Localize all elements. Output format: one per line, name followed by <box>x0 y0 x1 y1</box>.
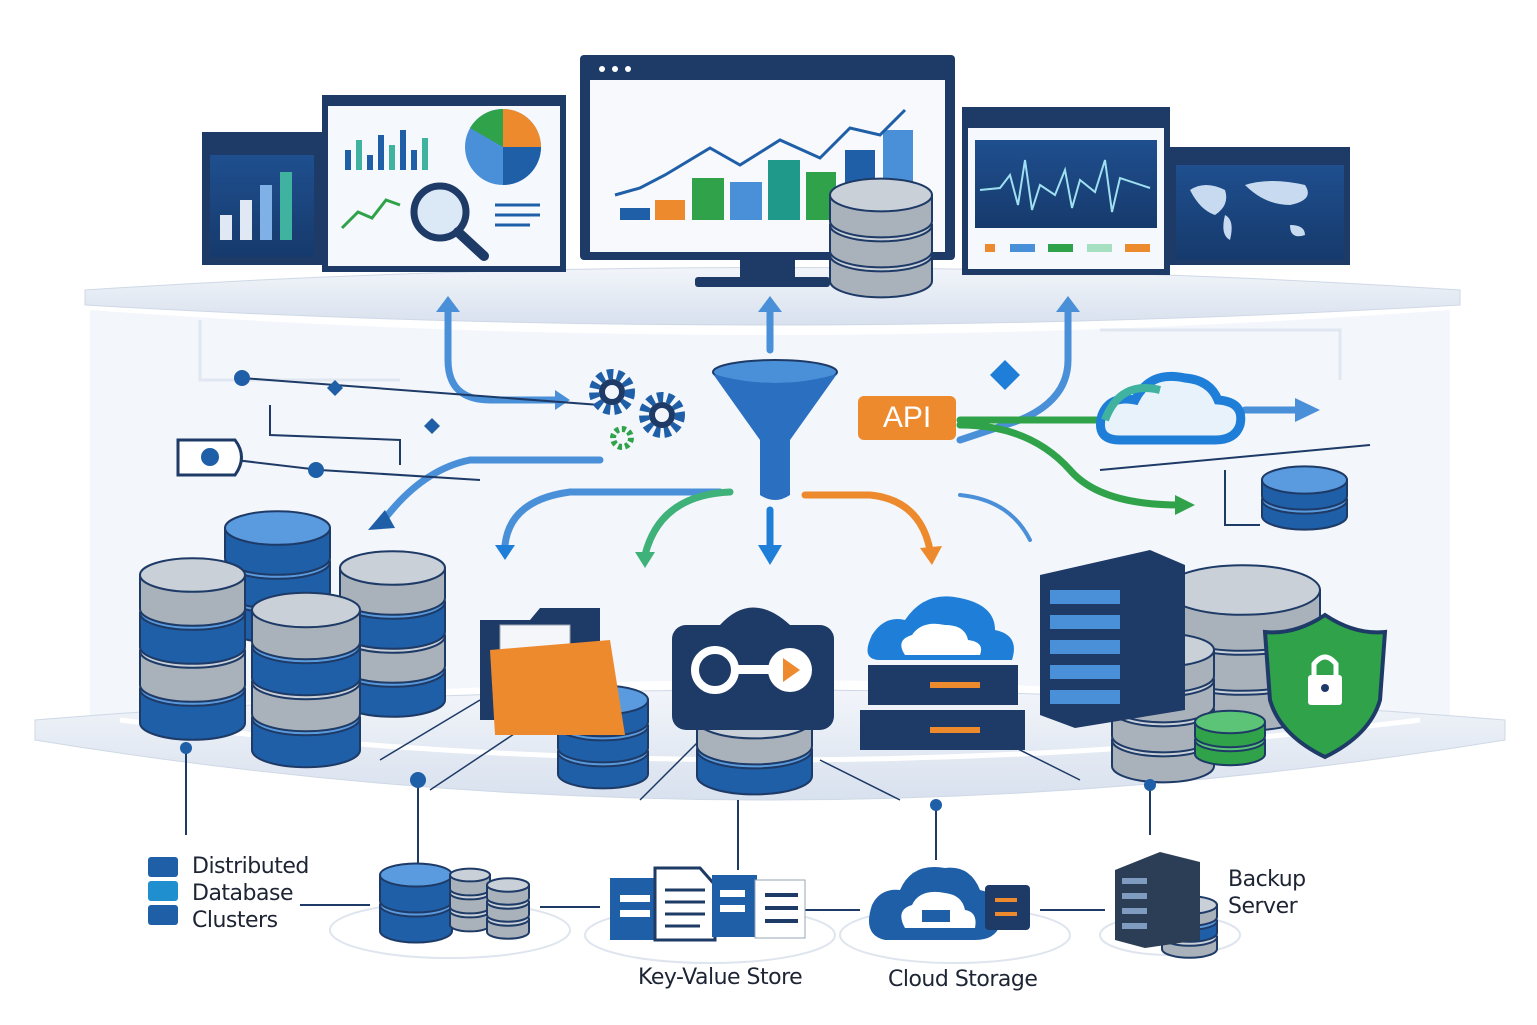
database-segment-top <box>1194 709 1266 735</box>
database-segment-top <box>251 591 361 629</box>
database-icon <box>251 591 361 769</box>
magnifier-icon <box>410 182 489 261</box>
backup-server-label: Backup Server <box>1228 866 1306 920</box>
database-group-top <box>829 177 933 299</box>
label-line: Distributed <box>192 854 309 879</box>
database-segment-top <box>829 177 933 213</box>
database-icon <box>486 877 530 940</box>
line-chart-icon <box>614 108 907 197</box>
database-segment-top <box>449 867 491 883</box>
cloud-server-icon <box>860 596 1025 750</box>
database-icon <box>449 867 491 933</box>
monitor-small-bar-chart <box>202 132 322 265</box>
database-icon <box>379 862 453 944</box>
database-icon <box>829 177 933 299</box>
label-line: Backup <box>1228 867 1306 892</box>
database-segment-top <box>224 510 331 546</box>
funnel-icon <box>712 359 838 500</box>
eye-sensor-icon <box>176 438 243 477</box>
monitor-waveform <box>962 107 1170 275</box>
monitor-analytics <box>322 95 566 272</box>
database-icon <box>139 557 246 741</box>
bar-chart-icon <box>345 130 428 170</box>
database-segment-top <box>1164 564 1321 616</box>
gear-icon <box>589 369 685 450</box>
backup-server-icon <box>1115 852 1200 948</box>
database-segment-top <box>139 557 246 593</box>
key-value-store-label: Key-Value Store <box>638 965 803 990</box>
document-icon <box>610 866 806 942</box>
waveform-icon <box>979 159 1151 213</box>
server-rack-icon <box>1040 550 1185 728</box>
database-segment-top <box>486 877 530 893</box>
legend-stack-icon <box>148 857 178 925</box>
database-segment-top <box>1261 465 1348 495</box>
connector-lines <box>180 742 1156 911</box>
key-icon <box>672 607 834 730</box>
label-line: Clusters <box>192 908 278 933</box>
database-segment-top <box>339 550 446 586</box>
arrowheads <box>368 296 1320 568</box>
cloud-icon <box>1096 371 1246 445</box>
folder-icon <box>480 608 625 735</box>
database-segment-top <box>379 862 453 888</box>
label-line: Server <box>1228 894 1298 919</box>
shield-lock-icon <box>1262 612 1388 760</box>
world-map-icon <box>1190 181 1308 240</box>
cloud-storage-icon <box>868 866 1030 940</box>
distributed-database-clusters-label: Distributed Database Clusters <box>192 853 309 934</box>
database-icon <box>1194 709 1266 767</box>
cloud-storage-label: Cloud Storage <box>888 967 1038 992</box>
bar-chart-icon <box>220 172 292 240</box>
data-flow-arrows <box>376 306 1304 559</box>
database-icon <box>1261 465 1348 531</box>
label-line: Database <box>192 881 293 906</box>
line-chart-icon <box>340 198 401 230</box>
monitor-world-map <box>1170 147 1350 265</box>
database-group-main <box>139 465 1348 796</box>
api-badge: API <box>858 396 956 440</box>
circuit-lines <box>209 370 1371 526</box>
pie-chart-icon <box>465 108 541 185</box>
database-icon <box>339 550 446 718</box>
